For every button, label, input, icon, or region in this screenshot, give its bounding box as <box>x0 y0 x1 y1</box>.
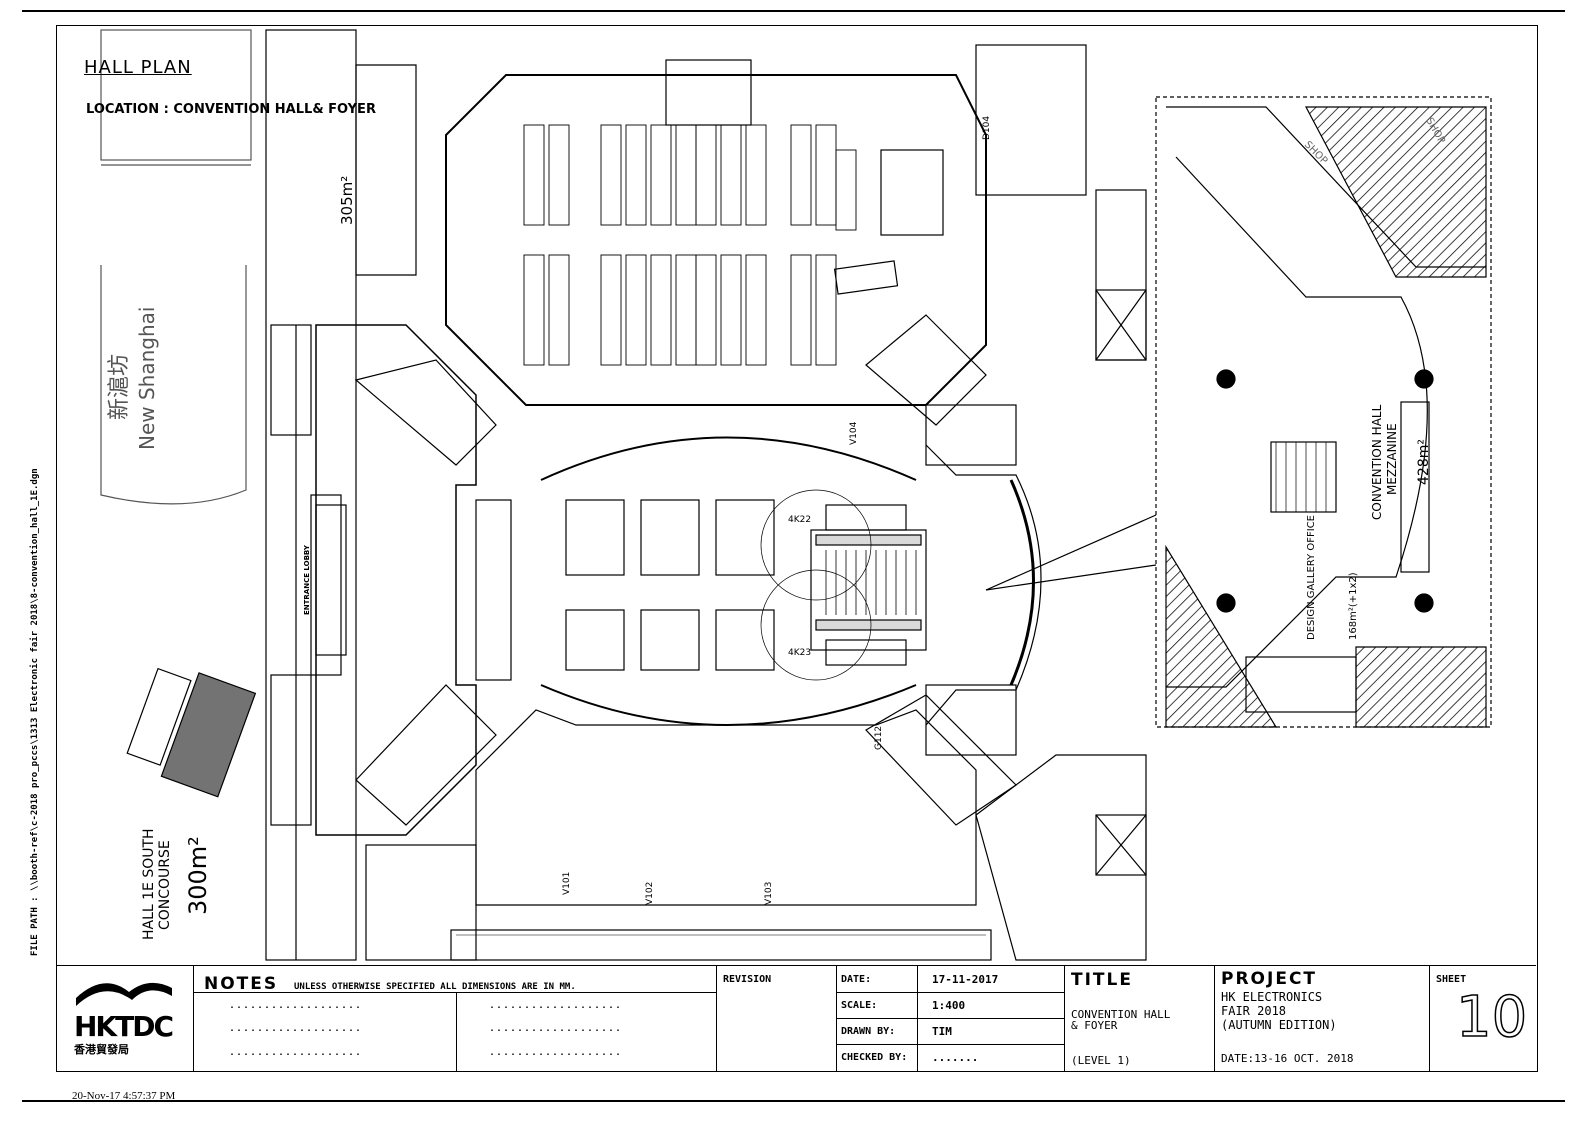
title-line-1: CONVENTION HALL <box>1071 1008 1171 1021</box>
notes-line-6: ................... <box>489 1048 623 1059</box>
drawn-by-label: DRAWN BY: <box>841 1026 896 1037</box>
mezzanine-area-label: 428m² <box>1416 439 1432 485</box>
checked-by-label: CHECKED BY: <box>841 1052 908 1063</box>
notes-line-3: ................... <box>229 1048 363 1059</box>
room-g112-label: G112 <box>874 726 884 750</box>
mezzanine-label-2: MEZZANINE <box>1385 423 1399 495</box>
room-v104-label: V104 <box>849 421 859 445</box>
new-shanghai-label: New Shanghai <box>135 307 159 450</box>
notes-line-1: ................... <box>229 1001 363 1012</box>
revision-label: REVISION <box>723 974 772 985</box>
scale-value: 1:400 <box>932 999 966 1012</box>
drawing-inner-frame <box>56 25 1538 1072</box>
project-date: DATE:13-16 OCT. 2018 <box>1221 1052 1354 1065</box>
project-line-2: FAIR 2018 <box>1221 1004 1287 1018</box>
notes-cell: NOTES UNLESS OTHERWISE SPECIFIED ALL DIM… <box>193 966 717 1071</box>
area-305-label: 305m² <box>338 176 356 225</box>
project-cell: PROJECT HK ELECTRONICS FAIR 2018 (AUTUMN… <box>1214 966 1430 1071</box>
mezzanine-label-1: CONVENTION HALL <box>1370 404 1384 520</box>
room-d104-label: D104 <box>982 116 992 140</box>
project-line-1: HK ELECTRONICS <box>1221 990 1323 1004</box>
notes-title: NOTES <box>204 974 279 994</box>
sheet-number: 10 <box>1455 985 1528 1051</box>
booth-4k22-label: 4K22 <box>788 515 811 525</box>
checked-by-value: ....... <box>932 1051 979 1064</box>
print-timestamp: 20-Nov-17 4:57:37 PM <box>72 1090 176 1102</box>
concourse-label-2: CONCOURSE <box>157 840 173 930</box>
title-label: TITLE <box>1071 970 1133 990</box>
design-gallery-area-label: 168m²(+1x2) <box>1348 572 1359 640</box>
notes-line-2: ................... <box>229 1024 363 1035</box>
notes-line-5: ................... <box>489 1024 623 1035</box>
logo-text-cn: 香港貿發局 <box>74 1043 129 1056</box>
concourse-area-label: 300m² <box>184 836 212 915</box>
scale-label: SCALE: <box>841 1000 878 1011</box>
title-block: HKTDC 香港貿發局 NOTES UNLESS OTHERWISE SPECI… <box>56 965 1536 1071</box>
notes-text: UNLESS OTHERWISE SPECIFIED ALL DIMENSION… <box>294 982 576 992</box>
revision-cell: REVISION <box>716 966 837 1071</box>
title-cell: TITLE CONVENTION HALL & FOYER (LEVEL 1) <box>1064 966 1215 1071</box>
room-v102-label: V102 <box>645 882 655 905</box>
notes-line-4: ................... <box>489 1001 623 1012</box>
date-value: 17-11-2017 <box>932 973 999 986</box>
room-v103-label: V103 <box>764 882 774 905</box>
drawn-by-value: TIM <box>932 1025 952 1038</box>
drawing-outer-frame <box>22 10 1565 1102</box>
design-gallery-label: DESIGN GALLERY OFFICE <box>1306 515 1317 640</box>
file-path: FILE PATH : \\booth-ref\c-2018 pro_pccs\… <box>30 468 40 956</box>
title-line-2: & FOYER <box>1071 1019 1118 1032</box>
logo-text: HKTDC <box>74 1010 174 1043</box>
hall-plan-heading: HALL PLAN <box>84 57 192 78</box>
date-label: DATE: <box>841 974 872 985</box>
logo-wave-icon <box>76 982 172 1006</box>
new-shanghai-cn-label: 新滬坊 <box>107 354 132 420</box>
location-heading: LOCATION : CONVENTION HALL& FOYER <box>86 102 376 117</box>
floor-plan: 新滬坊 New Shanghai 305m² HALL 1E SOUTH CON… <box>100 29 1492 961</box>
room-v101-label: V101 <box>562 872 572 895</box>
booth-4k23-label: 4K23 <box>788 648 811 658</box>
sheet-label: SHEET <box>1436 974 1467 985</box>
sheet-cell: SHEET 10 <box>1429 966 1537 1071</box>
date-scale-cell: DATE: 17-11-2017 SCALE: 1:400 DRAWN BY: … <box>836 966 1065 1071</box>
hktdc-logo: HKTDC 香港貿發局 <box>74 978 184 1058</box>
title-line-3: (LEVEL 1) <box>1071 1054 1131 1067</box>
entrance-lobby-label: ENTRANCE LOBBY <box>303 544 311 615</box>
project-line-3: (AUTUMN EDITION) <box>1221 1018 1337 1032</box>
concourse-label-1: HALL 1E SOUTH <box>141 828 157 940</box>
project-label: PROJECT <box>1221 969 1318 989</box>
